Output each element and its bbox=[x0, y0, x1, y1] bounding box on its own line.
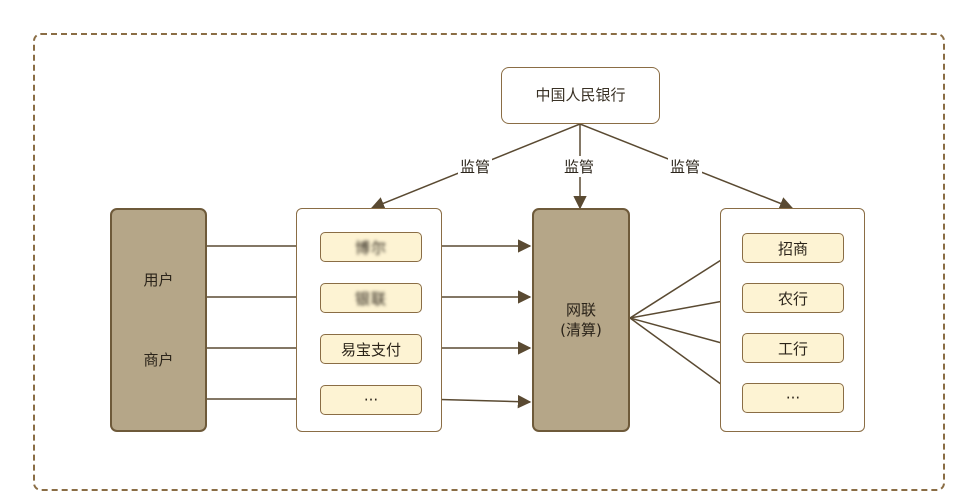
bank-item-2-label: 农行 bbox=[777, 289, 808, 308]
users-merchants-node: 用户 商户 bbox=[110, 208, 207, 432]
clearing-label-line2: (清算) bbox=[560, 321, 602, 339]
bank-item-3-label: 工行 bbox=[777, 339, 808, 358]
payment-item-4-label: ··· bbox=[363, 391, 379, 409]
bank-item-4-label: ··· bbox=[785, 389, 801, 407]
edge-label-supervise-right: 监管 bbox=[668, 156, 703, 177]
edge-label-supervise-left: 监管 bbox=[458, 156, 493, 177]
clearing-node: 网联 (清算) bbox=[532, 208, 630, 432]
payment-item-1-label: 博尔 bbox=[354, 238, 387, 257]
bank-item-1: 招商 bbox=[742, 233, 844, 263]
bank-item-1-label: 招商 bbox=[777, 239, 808, 258]
clearing-label-line1: 网联 bbox=[565, 300, 596, 319]
payment-item-2: 银联 bbox=[320, 283, 422, 313]
payment-item-2-label: 银联 bbox=[354, 289, 387, 308]
edge-label-supervise-center: 监管 bbox=[562, 156, 597, 177]
payment-item-3-label: 易宝支付 bbox=[340, 340, 401, 359]
users-label: 用户 bbox=[143, 270, 174, 289]
payment-item-1: 博尔 bbox=[320, 232, 422, 262]
central-bank-node: 中国人民银行 bbox=[501, 67, 660, 124]
central-bank-label: 中国人民银行 bbox=[535, 86, 626, 105]
payment-item-4: ··· bbox=[320, 385, 422, 415]
merchants-label: 商户 bbox=[143, 351, 174, 369]
bank-item-4: ··· bbox=[742, 383, 844, 413]
diagram-frame bbox=[33, 33, 945, 491]
bank-item-3: 工行 bbox=[742, 333, 844, 363]
payment-item-3: 易宝支付 bbox=[320, 334, 422, 364]
bank-item-2: 农行 bbox=[742, 283, 844, 313]
